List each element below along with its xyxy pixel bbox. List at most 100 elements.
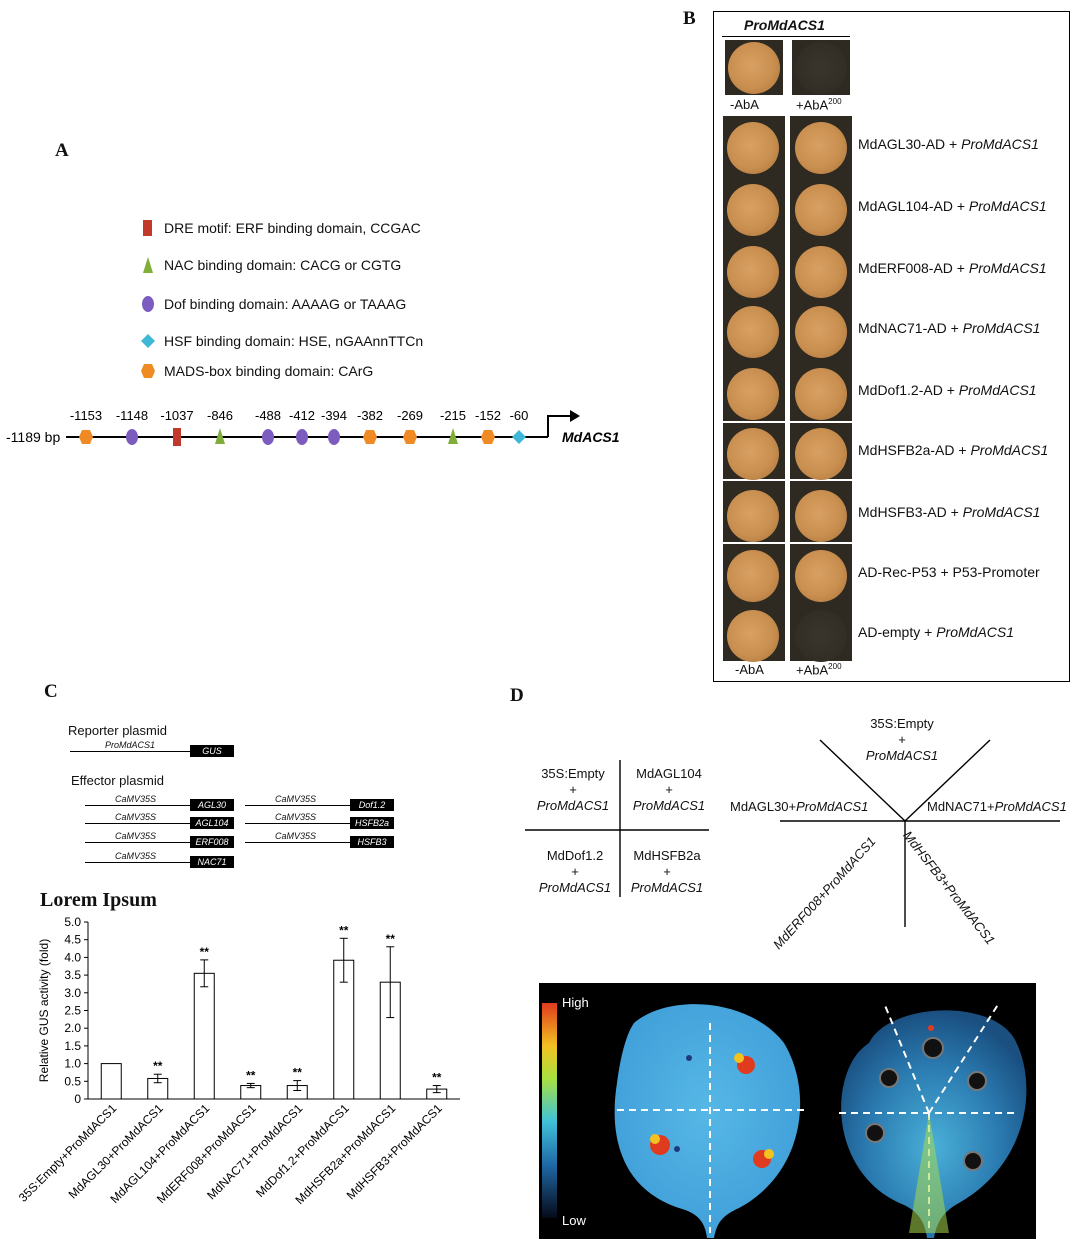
panel-b-header: ProMdACS1 <box>744 17 825 33</box>
yeast-spot <box>727 550 779 602</box>
yeast-spot <box>727 428 779 480</box>
green-triangle-icon <box>140 257 156 273</box>
significance-mark: ** <box>153 1059 163 1073</box>
yeast-spot <box>727 184 779 236</box>
plasmid-gene-box: NAC71 <box>190 856 234 868</box>
plasmid-gene-box: HSFB2a <box>350 817 394 829</box>
site-position-label: -394 <box>321 408 347 423</box>
yeast-spot <box>795 246 847 298</box>
binding-site-dof-icon <box>296 429 308 445</box>
yeast-spot <box>795 550 847 602</box>
binding-site-dre-icon <box>173 428 181 446</box>
yeast-spot <box>795 306 847 358</box>
star-top-label: 35S:Empty+ProMdACS1 <box>865 716 939 763</box>
y-tick-label: 1.5 <box>64 1039 81 1053</box>
plasmid-promoter-label: CaMV35S <box>115 831 157 841</box>
binding-site-nac-icon <box>215 428 225 444</box>
bar <box>100 1063 122 1100</box>
legend-item: HSF binding domain: HSE, nGAAnnTTCn <box>140 333 423 349</box>
yeast-row-label: AD-empty + ProMdACS1 <box>858 624 1015 640</box>
scale-low-label: Low <box>562 1213 586 1228</box>
plasmid-line <box>70 751 190 752</box>
top-label-plus-aba: +AbA200 <box>796 97 842 113</box>
significance-mark: ** <box>386 932 396 946</box>
x-tick-label: MdHSFB3+ProMdACS1 <box>344 1101 445 1202</box>
yeast-spot <box>795 368 847 420</box>
plasmid-promoter-label: CaMV35S <box>115 851 157 861</box>
yeast-spot <box>727 490 779 542</box>
infiltration-layout-star <box>780 739 1060 927</box>
orange-hexagon-icon <box>140 363 156 379</box>
legend-text: HSF binding domain: HSE, nGAAnnTTCn <box>164 333 424 349</box>
yeast-separator <box>723 542 852 544</box>
site-position-label: -1153 <box>70 408 102 423</box>
tss-arrow <box>547 415 572 437</box>
plasmid-gene-box: AGL30 <box>190 799 234 811</box>
yeast-spot <box>728 42 780 94</box>
leaf-left <box>614 1004 801 1238</box>
plasmid-line <box>245 842 350 843</box>
plasmid-promoter-label: CaMV35S <box>275 794 317 804</box>
y-tick-label: 4.0 <box>64 950 81 964</box>
site-position-label: -1148 <box>116 408 148 423</box>
plasmid-promoter-label: CaMV35S <box>275 812 317 822</box>
grid-cell-label: 35S:Empty+ProMdACS1 <box>536 766 610 813</box>
significance-mark: ** <box>293 1066 303 1080</box>
legend-text: NAC binding domain: CACG or CGTG <box>164 257 402 273</box>
significance-mark: ** <box>246 1068 256 1082</box>
yeast-row-label: MdAGL104-AD + ProMdACS1 <box>858 198 1047 214</box>
binding-site-mads-icon <box>363 430 377 444</box>
plasmid-promoter-label: CaMV35S <box>115 812 157 822</box>
plasmid-promoter-label: CaMV35S <box>115 794 157 804</box>
site-position-label: -488 <box>255 408 281 423</box>
binding-site-mads-icon <box>403 430 417 444</box>
yeast-spot <box>795 184 847 236</box>
plasmid-gene-box: GUS <box>190 745 234 757</box>
yeast-spot <box>795 122 847 174</box>
cyan-diamond-icon <box>140 333 156 349</box>
legend-item: Dof binding domain: AAAAG or TAAAG <box>140 296 406 312</box>
binding-site-dof-icon <box>126 429 138 445</box>
binding-site-hsf-icon <box>512 430 526 444</box>
panel-b-label: B <box>683 8 696 29</box>
plasmid-gene-box: ERF008 <box>190 836 234 848</box>
site-position-label: -382 <box>357 408 383 423</box>
grid-cell-label: MdAGL104+ProMdACS1 <box>632 766 706 813</box>
panel-a-label: A <box>55 140 69 161</box>
top-label-minus-aba: -AbA <box>730 97 759 112</box>
scale-high-label: High <box>562 995 589 1010</box>
y-tick-label: 1.0 <box>64 1057 81 1071</box>
gus-activity-chart: 00.51.01.52.02.53.03.54.04.55.0Relative … <box>16 915 460 1207</box>
significance-mark: ** <box>339 923 349 937</box>
chart-title: Lorem Ipsum <box>40 889 157 911</box>
grid-cell-label: MdHSFB2a+ProMdACS1 <box>630 848 704 895</box>
legend-text: Dof binding domain: AAAAG or TAAAG <box>164 296 407 312</box>
y-tick-label: 0.5 <box>64 1074 81 1088</box>
yeast-row-label: MdERF008-AD + ProMdACS1 <box>858 260 1047 276</box>
plasmid-gene-box: HSFB3 <box>350 836 394 848</box>
promoter-start-label: -1189 bp <box>6 429 60 445</box>
y-tick-label: 5.0 <box>64 915 81 929</box>
yeast-row-label: MdHSFB3-AD + ProMdACS1 <box>858 504 1041 520</box>
effector-plasmid-title: Effector plasmid <box>71 773 164 788</box>
legend-item: DRE motif: ERF binding domain, CCGAC <box>140 220 421 236</box>
yeast-row-label: AD-Rec-P53 + P53-Promoter <box>858 564 1040 580</box>
yeast-spot-empty <box>795 42 847 94</box>
site-position-label: -215 <box>440 408 466 423</box>
yeast-spot <box>727 246 779 298</box>
yeast-spot <box>727 306 779 358</box>
binding-site-nac-icon <box>448 428 458 444</box>
grid-cell-label: MdDof1.2+ProMdACS1 <box>538 848 612 895</box>
yeast-spot <box>795 490 847 542</box>
plasmid-line <box>245 805 350 806</box>
yeast-separator <box>723 479 852 481</box>
yeast-separator <box>723 421 852 423</box>
x-tick-label: MdAGL30+ProMdACS1 <box>66 1101 166 1201</box>
yeast-row-label: MdHSFB2a-AD + ProMdACS1 <box>858 442 1049 458</box>
site-position-label: -846 <box>207 408 233 423</box>
y-tick-label: 3.0 <box>64 986 81 1000</box>
y-tick-label: 2.5 <box>64 1004 81 1018</box>
significance-mark: ** <box>200 945 210 959</box>
site-position-label: -412 <box>289 408 315 423</box>
binding-site-dof-icon <box>262 429 274 445</box>
